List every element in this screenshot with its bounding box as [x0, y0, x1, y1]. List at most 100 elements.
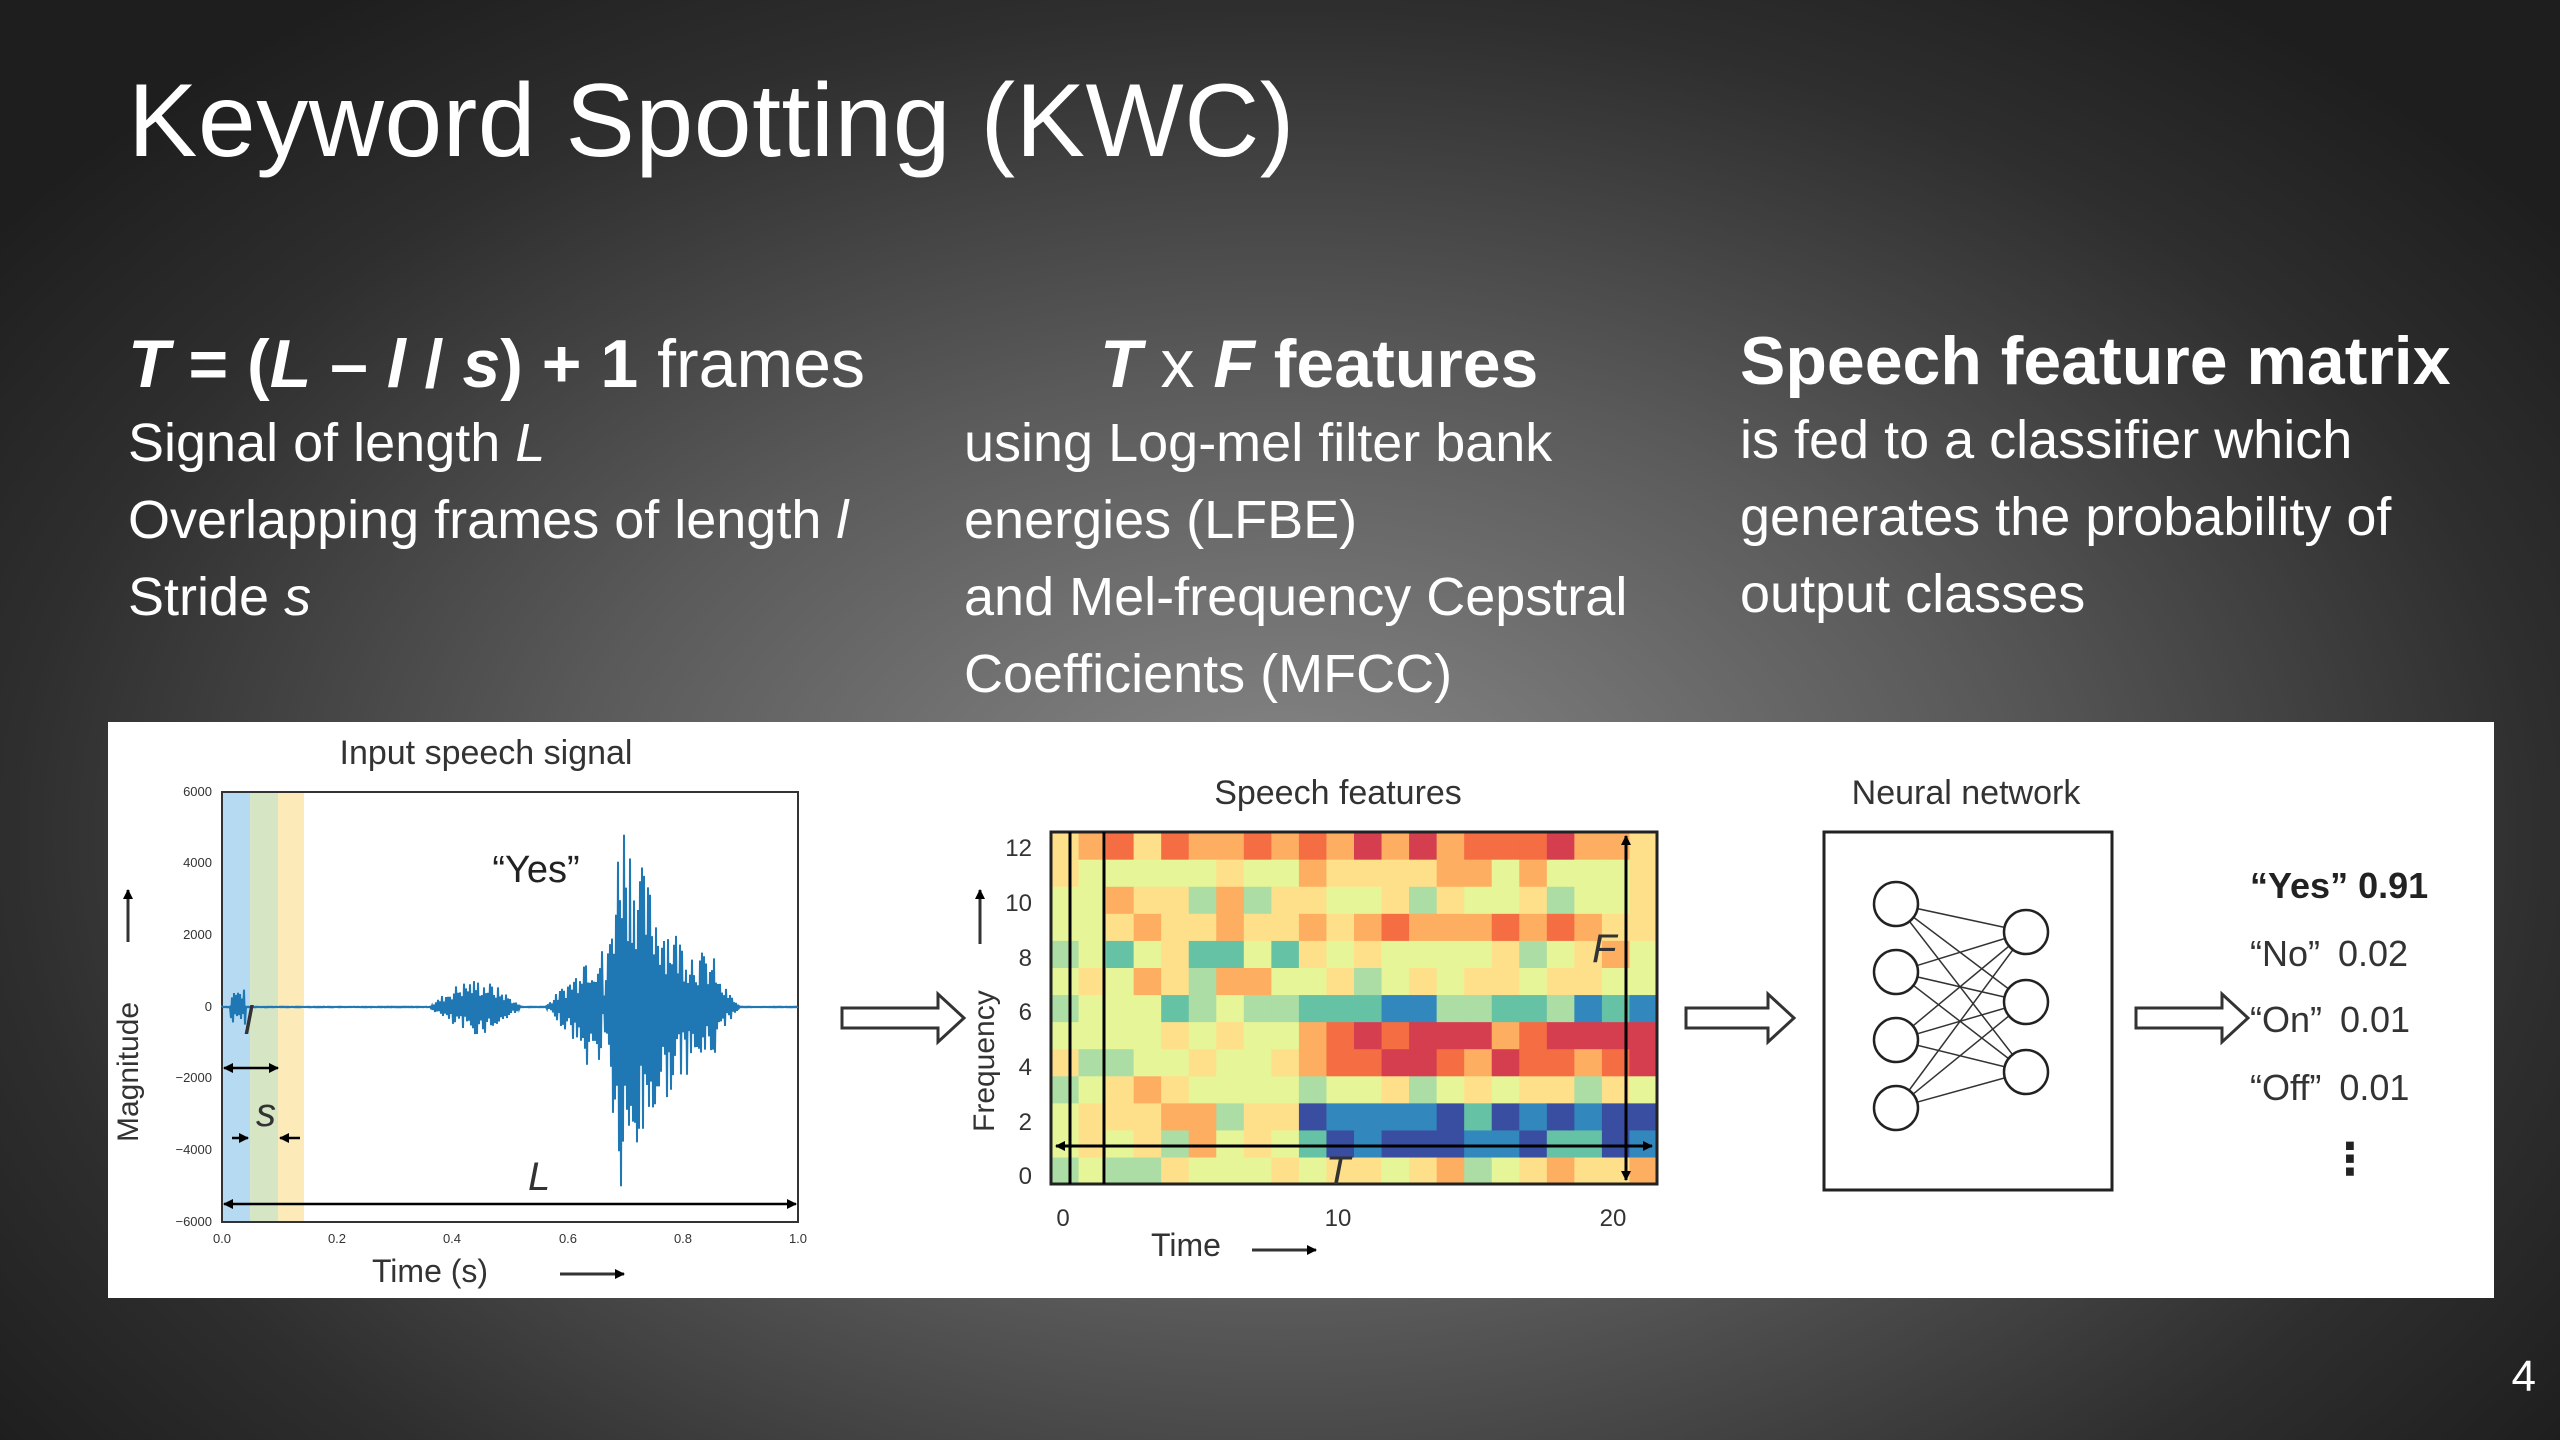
heatmap-cell: [1629, 1129, 1658, 1158]
heatmap-cell: [1188, 967, 1217, 996]
heatmap-cell: [1188, 1102, 1217, 1131]
heatmap-cell: [1409, 1021, 1438, 1050]
heatmap-cell: [1629, 994, 1658, 1023]
more-outputs-icon: ⋮: [2328, 1135, 2372, 1184]
heatmap-cell: [1243, 1129, 1272, 1158]
heatmap-cell: [1243, 967, 1272, 996]
features-xlabel: Time: [1151, 1227, 1221, 1263]
heatmap-cell: [1078, 913, 1107, 941]
heatmap-cell: [1106, 940, 1135, 968]
output-on: “On”0.01: [2250, 999, 2410, 1040]
heatmap-cell: [1519, 859, 1548, 887]
flow-arrow-3: [2134, 990, 2251, 1046]
heatmap-cell: [1546, 1021, 1575, 1050]
heatmap-cell: [1133, 967, 1162, 996]
heatmap-cell: [1491, 1048, 1520, 1077]
heatmap-cell: [1106, 1156, 1135, 1185]
heatmap-cell: [1354, 832, 1383, 860]
features-y-ticks: 12 10 8 6 4 2 0: [1005, 835, 1032, 1190]
heatmap-cell: [1078, 1156, 1107, 1185]
heatmap-cell: [1326, 967, 1355, 996]
page-number: 4: [2511, 1352, 2536, 1401]
heatmap-cell: [1298, 1102, 1328, 1131]
heatmap-cell: [1326, 1048, 1355, 1077]
heatmap-cell: [1133, 859, 1162, 887]
heatmap-cell: [1381, 886, 1410, 914]
heatmap-cell: [1436, 859, 1465, 887]
network-node: [2002, 1048, 2050, 1096]
signal-x-ticks: 0.0 0.2 0.4 0.6 0.8 1.0: [213, 1231, 807, 1246]
heatmap-cell: [1133, 832, 1162, 860]
heatmap-cell: [1409, 859, 1438, 887]
y-tick: 12: [1005, 835, 1032, 862]
y-tick: −2000: [175, 1070, 212, 1085]
y-tick: −4000: [175, 1142, 212, 1157]
heatmap-cell: [1216, 994, 1245, 1023]
heatmap-cell: [1298, 1075, 1328, 1104]
y-tick: 0: [205, 999, 212, 1014]
heatmap-cell: [1216, 1021, 1245, 1050]
heatmap-cell: [1436, 1048, 1465, 1077]
heatmap-cell: [1161, 940, 1190, 968]
heatmap-cell: [1161, 994, 1190, 1023]
classifier-line-3: output classes: [1740, 564, 2086, 624]
heatmap-cell: [1354, 1102, 1383, 1131]
features-axes: [1049, 830, 1659, 1186]
heatmap-cell: [1519, 832, 1548, 860]
heatmap-cell: [1464, 1156, 1493, 1185]
heatmap-cell: [1133, 1021, 1162, 1050]
heatmap-cell: [1188, 1129, 1217, 1158]
heatmap-cell: [1381, 1102, 1410, 1131]
heatmap-cell: [1491, 1021, 1520, 1050]
heatmap-cell: [1243, 1075, 1272, 1104]
heatmap-cell: [1629, 859, 1658, 887]
heatmap-cell: [1574, 1102, 1603, 1131]
heatmap-cell: [1409, 940, 1438, 968]
heatmap-cell: [1629, 1102, 1658, 1131]
heatmap-cell: [1051, 1156, 1080, 1185]
heatmap-cell: [1409, 1129, 1438, 1158]
heatmap-cell: [1546, 994, 1575, 1023]
heatmap-cell: [1133, 994, 1162, 1023]
heatmap-cell: [1546, 1048, 1575, 1077]
heatmap-cell: [1326, 1156, 1355, 1185]
heatmap-cell: [1298, 940, 1328, 968]
heatmap-cell: [1464, 1021, 1493, 1050]
network-nodes: [1872, 880, 2050, 1132]
heatmap-cell: [1133, 1129, 1162, 1158]
heatmap-cell: [1106, 859, 1135, 887]
heatmap-cell: [1436, 913, 1465, 941]
network-edge: [1895, 903, 2027, 1003]
classifier-heading: Speech feature matrix: [1740, 323, 2451, 399]
heatmap-cell: [1546, 859, 1575, 887]
heatmap-cell: [1546, 832, 1575, 860]
heatmap-cell: [1106, 994, 1135, 1023]
heatmap-cell: [1298, 1156, 1328, 1185]
heatmap-cell: [1078, 940, 1107, 968]
features-line-4: Coefficients (MFCC): [964, 644, 1453, 704]
var-L: L: [528, 1155, 550, 1199]
features-line-2: energies (LFBE): [964, 490, 1358, 550]
heatmap-cell: [1188, 1156, 1217, 1185]
feature-heatmap: [1051, 832, 1658, 1185]
heatmap-cell: [1078, 1129, 1107, 1158]
heatmap-cell: [1354, 1075, 1383, 1104]
heatmap-cell: [1216, 940, 1245, 968]
heatmap-cell: [1629, 913, 1658, 941]
heatmap-cell: [1216, 1075, 1245, 1104]
stride-line: Stride s: [128, 567, 312, 627]
heatmap-cell: [1188, 1021, 1217, 1050]
output-no: “No”0.02: [2250, 933, 2408, 974]
heatmap-cell: [1298, 1048, 1328, 1077]
network-edge: [1895, 1001, 2027, 1109]
heatmap-cell: [1051, 886, 1080, 914]
heatmap-cell: [1271, 1102, 1300, 1131]
heatmap-cell: [1298, 913, 1328, 941]
heatmap-cell: [1436, 1156, 1465, 1185]
heatmap-cell: [1629, 1021, 1658, 1050]
heatmap-cell: [1354, 967, 1383, 996]
heatmap-cell: [1078, 1102, 1107, 1131]
heatmap-cell: [1326, 913, 1355, 941]
heatmap-cell: [1546, 913, 1575, 941]
heatmap-cell: [1188, 1075, 1217, 1104]
